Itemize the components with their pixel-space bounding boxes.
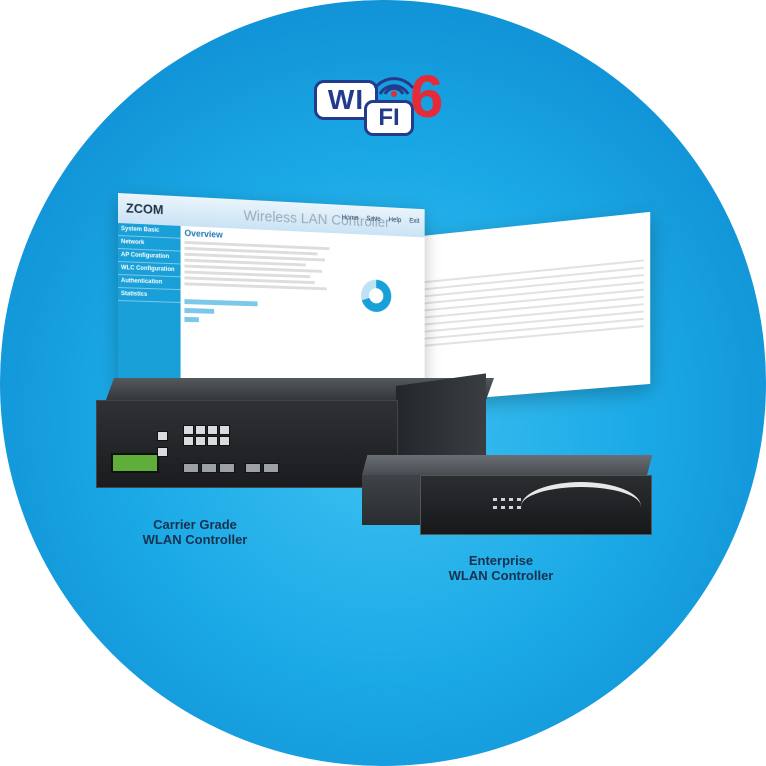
logo-fi: FI	[364, 100, 414, 136]
screen-main: Overview	[184, 228, 421, 401]
nav-home[interactable]: Home	[341, 214, 359, 222]
wifi-signal-icon	[374, 77, 414, 97]
cpu-donut-chart	[361, 279, 392, 313]
swoosh-logo	[521, 482, 641, 531]
enterprise-label: Enterprise WLAN Controller	[448, 553, 554, 583]
nav-exit[interactable]: Exit	[409, 217, 420, 225]
nav-help[interactable]: Help	[388, 216, 402, 225]
enterprise-controller-device	[362, 455, 654, 535]
nav-save[interactable]: Save	[366, 215, 381, 224]
carrier-grade-controller-device	[96, 373, 496, 488]
wifi6-logo: WI FI 6	[308, 62, 458, 136]
lcd-display	[111, 453, 159, 473]
screen-sidebar: System Basic Network AP Configuration WL…	[118, 223, 181, 399]
sidebar-item-statistics[interactable]: Statistics	[118, 288, 181, 303]
wlc-screen: ZCOM Wireless LAN Controller Home Save H…	[118, 193, 425, 402]
logo-six: 6	[410, 63, 444, 130]
carrier-grade-label: Carrier Grade WLAN Controller	[142, 517, 248, 547]
zcom-brand: ZCOM	[125, 200, 164, 218]
logo-wi: WI	[314, 80, 378, 120]
secondary-content	[415, 254, 644, 352]
